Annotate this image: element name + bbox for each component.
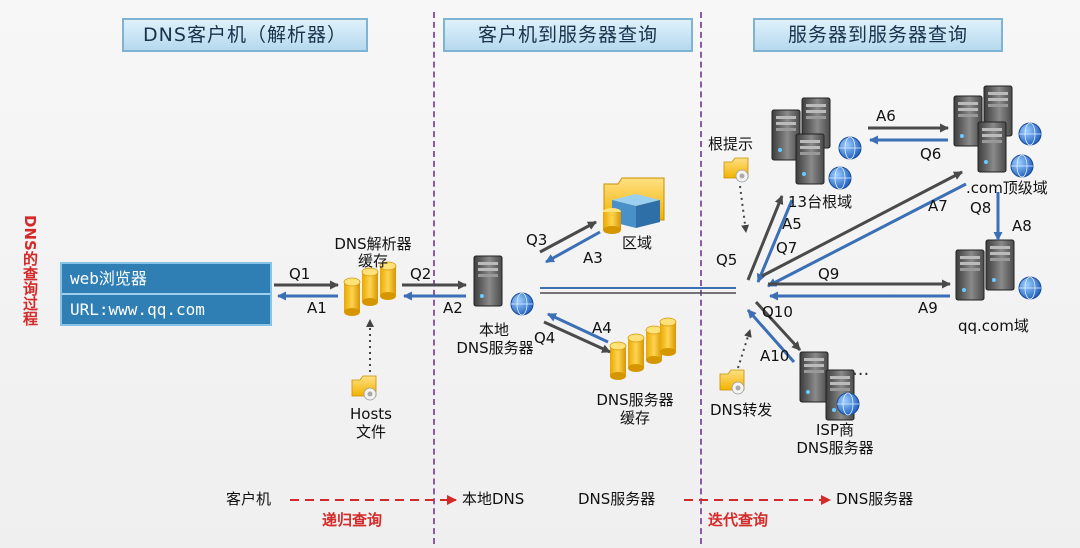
legend-iterative: 迭代查询 — [708, 511, 769, 529]
resolver-cache-icon — [343, 261, 397, 317]
arrow-label-q2: Q2 — [410, 265, 432, 283]
legend-local-dns: 本地DNS — [462, 490, 525, 508]
arrow-label-a7: A7 — [928, 197, 948, 215]
arrow-label-a3: A3 — [583, 249, 603, 267]
resolver-cache-label: DNS解析器缓存 — [334, 235, 412, 270]
forwarder-label: DNS转发 — [710, 401, 773, 419]
root-hint-label: 根提示 — [708, 135, 754, 153]
isp-label-line2: DNS服务器 — [796, 439, 874, 457]
arrow-label-a8: A8 — [1012, 217, 1032, 235]
arrow-label-q6: Q6 — [920, 145, 942, 163]
isp-label-line1: ISP商 — [816, 421, 854, 439]
legend-recursive: 递归查询 — [322, 511, 383, 529]
forwarder-icon — [719, 369, 745, 395]
hosts-label-line2: 文件 — [355, 423, 386, 441]
arrow-label-q8: Q8 — [970, 199, 992, 217]
arrow-label-a9: A9 — [918, 299, 938, 317]
arrow-label-a1: A1 — [307, 299, 327, 317]
dns-cache-icon — [609, 317, 677, 381]
arrow-label-q9: Q9 — [818, 265, 840, 283]
legend-dns-server-right: DNS服务器 — [836, 490, 914, 508]
separator-left — [433, 12, 435, 544]
legend-dns-server-left: DNS服务器 — [578, 490, 656, 508]
arrow-label-a5: A5 — [782, 215, 802, 233]
dns-cache-label-line1: DNS服务器 — [596, 391, 674, 409]
com-servers-icon — [953, 85, 1042, 178]
arrow-label-q1: Q1 — [289, 265, 311, 283]
root-label: 13台根域 — [788, 193, 853, 211]
dns-cache-label-line2: 缓存 — [619, 409, 650, 427]
arrow-label-q3: Q3 — [526, 231, 548, 249]
local-dns-label-line2: DNS服务器 — [456, 339, 534, 357]
root-hint-icon — [723, 157, 749, 183]
arrow-label-q5: Q5 — [716, 251, 738, 269]
browser-title: web浏览器 — [62, 264, 270, 295]
isp-server-icon — [799, 351, 860, 421]
arrow-label-q4: Q4 — [534, 329, 556, 347]
header-client: DNS客户机（解析器） — [122, 18, 368, 52]
ellipsis: ··· — [852, 364, 869, 385]
root-servers-icon — [771, 97, 862, 190]
side-title: DNS的查询过程 — [21, 215, 39, 326]
qq-servers-icon — [955, 239, 1042, 301]
arrow-label-a6: A6 — [876, 107, 896, 125]
arrow-label-a2: A2 — [443, 299, 463, 317]
com-label: .com顶级域 — [966, 179, 1048, 197]
zone-icon — [603, 177, 665, 234]
browser-url: URL:www.qq.com — [70, 300, 205, 319]
separator-right — [700, 12, 702, 544]
arrow-label-q7: Q7 — [776, 239, 798, 257]
header-server-to-server: 服务器到服务器查询 — [753, 18, 1003, 52]
arrow-label-q10: Q10 — [762, 303, 793, 321]
qq-label: qq.com域 — [958, 317, 1029, 335]
hosts-label-line1: Hosts — [350, 405, 392, 423]
zone-label: 区域 — [622, 234, 653, 252]
arrow-label-a10: A10 — [760, 347, 790, 365]
web-browser-box: web浏览器 URL:www.qq.com — [60, 262, 272, 326]
local-dns-label-line1: 本地 — [478, 321, 509, 339]
hosts-file-icon — [351, 375, 377, 401]
legend-client: 客户机 — [226, 490, 272, 508]
header-client-to-server: 客户机到服务器查询 — [443, 18, 693, 52]
local-dns-server-icon — [473, 255, 534, 316]
arrow-label-a4: A4 — [592, 319, 612, 337]
